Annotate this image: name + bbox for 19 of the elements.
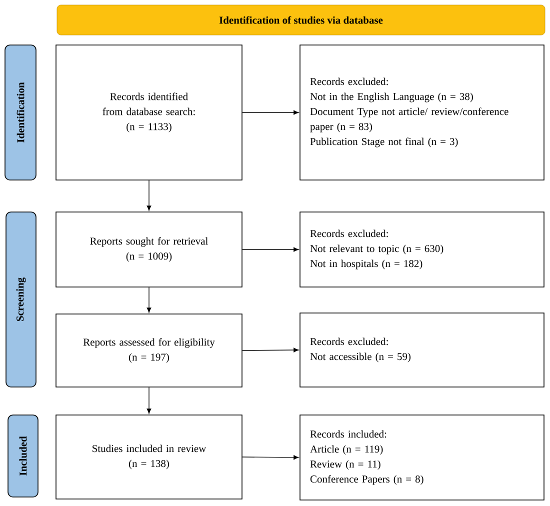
arrow <box>242 348 299 352</box>
arrow <box>242 247 299 252</box>
arrow <box>242 455 299 460</box>
process-box: Reports sought for retrieval (n = 1009) <box>56 212 242 288</box>
process-box: Studies included in review (n = 138) <box>56 414 242 500</box>
process-box: Records identified from database search: (n = 1133) <box>56 44 242 180</box>
arrow <box>242 110 299 115</box>
title-banner: Identification of studies via database <box>56 4 546 36</box>
arrow <box>146 287 152 313</box>
stage-label: Screening <box>6 212 36 388</box>
exclusion-box: Records excluded: Not relevant to topic (n = 630) Not in hospitals (n = 182) <box>300 212 544 288</box>
stage-label: Identification <box>4 44 36 180</box>
exclusion-box: Records excluded: Not in the English Language (n = 38) Document Type not article/ review/conference paper (n = 83) Publication Stage not final (n = 3) <box>300 44 544 180</box>
process-box: Reports assessed for eligibility (n = 197) <box>56 314 242 388</box>
stage-label: Included <box>8 414 38 498</box>
arrow <box>146 387 152 414</box>
arrow <box>146 180 152 211</box>
exclusion-box: Records included: Article (n = 119) Review (n = 11) Conference Papers (n = 8) <box>300 414 544 500</box>
exclusion-box: Records excluded: Not accessible (n = 59) <box>300 312 544 388</box>
